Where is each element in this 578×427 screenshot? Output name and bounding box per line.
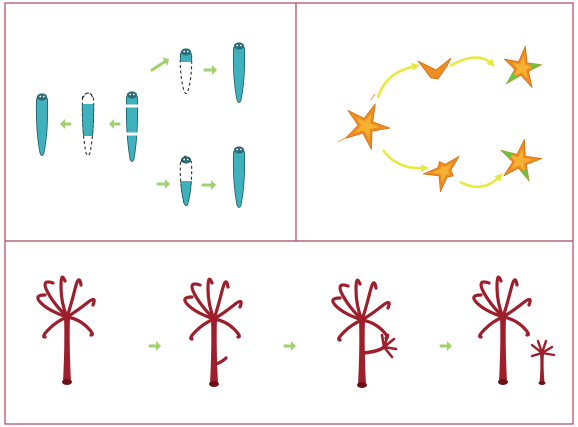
- planarian-icon: [233, 146, 244, 207]
- starfish-panel: [338, 46, 542, 192]
- planarian-icon: [180, 156, 191, 205]
- planarian-icon: [233, 42, 244, 102]
- planarian-icon: [36, 93, 47, 155]
- arrow-icon: [450, 57, 492, 66]
- arrow-icon: [205, 65, 217, 75]
- planarian-icon: [82, 93, 93, 156]
- hydra-bud-icon: [364, 335, 396, 357]
- arrow-icon: [60, 119, 70, 129]
- arrow-icon: [150, 341, 161, 351]
- hydra-icon: [532, 341, 554, 385]
- arrow-icon: [460, 176, 500, 187]
- arrow-icon: [441, 341, 452, 351]
- starfish-icon: [501, 139, 542, 181]
- arrow-icon: [203, 180, 216, 190]
- arrow-icon: [383, 150, 425, 168]
- starfish-icon: [504, 46, 541, 87]
- arrow-icon: [152, 58, 169, 70]
- planarian-icon: [180, 48, 191, 93]
- arrow-icon: [158, 179, 170, 189]
- hydra-icon: [185, 279, 241, 387]
- hydra-icon: [333, 280, 396, 388]
- arrow-icon: [109, 119, 119, 129]
- starfish-icon: [418, 58, 451, 79]
- hydra-icon: [474, 277, 530, 385]
- starfish-icon: [423, 156, 459, 191]
- arrow-icon: [378, 66, 416, 98]
- starfish-icon: [345, 104, 390, 149]
- hydra-icon: [38, 277, 94, 385]
- hydra-panel: [38, 277, 554, 388]
- planarian-icon: [124, 91, 140, 161]
- panel-frame: [5, 3, 573, 424]
- hydra-bud-icon: [216, 358, 226, 364]
- arrow-icon: [285, 341, 296, 351]
- planarian-panel: [36, 42, 244, 207]
